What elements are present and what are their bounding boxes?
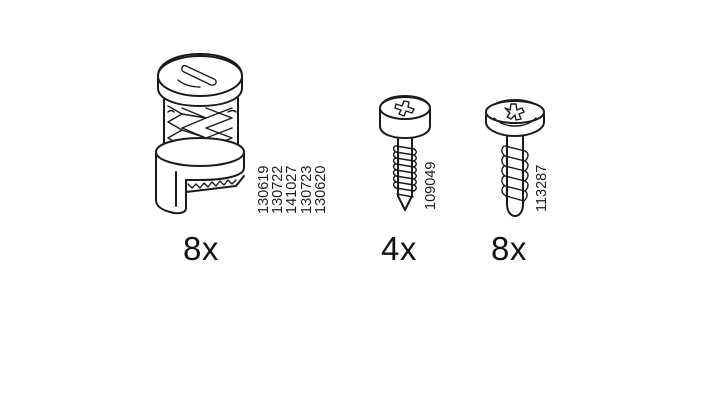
article-number: 113287 (534, 164, 550, 212)
article-number: 130620 (312, 165, 329, 214)
wood-screw-article-numbers: 109049 (423, 161, 439, 210)
wood-screw-quantity: 4x (381, 230, 417, 267)
article-number: 141027 (284, 165, 301, 214)
washer-screw-article-numbers: 113287 (534, 164, 550, 212)
cam-lock-article-numbers: 130619 130722 141027 130723 130620 (256, 165, 329, 214)
article-number: 130722 (270, 165, 287, 214)
article-number: 130723 (298, 165, 315, 214)
article-number: 130619 (256, 165, 272, 214)
cam-lock-quantity: 8x (183, 230, 219, 267)
article-number: 109049 (423, 161, 439, 210)
washer-screw-quantity: 8x (491, 230, 527, 267)
